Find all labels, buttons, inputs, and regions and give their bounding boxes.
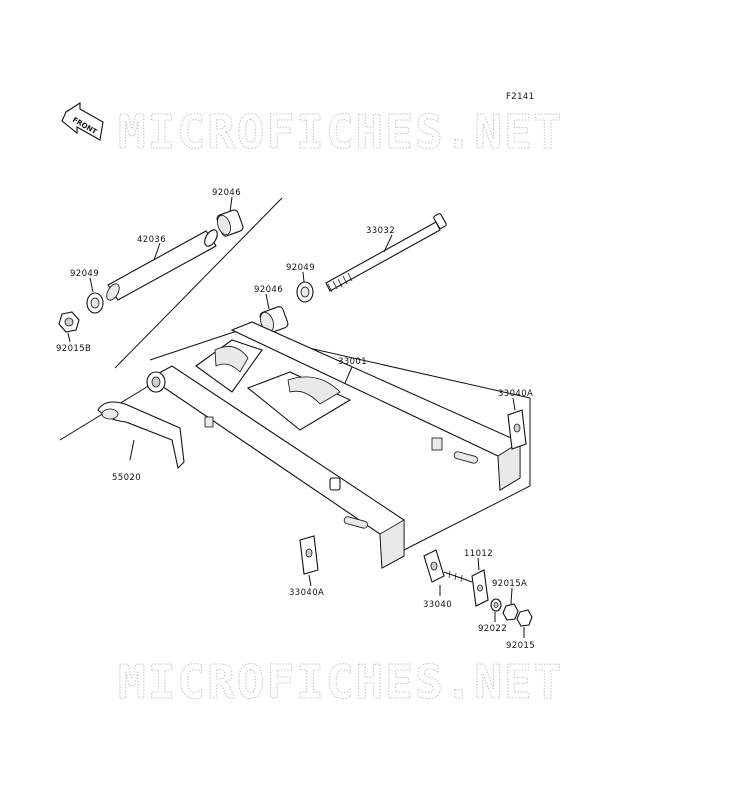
label-33040: 33040 (423, 600, 452, 610)
label-92015a: 92015A (492, 579, 527, 589)
label-92015: 92015 (506, 641, 535, 651)
part-33001-swingarm (146, 321, 521, 569)
label-92049-left: 92049 (70, 269, 99, 279)
label-92046-lower: 92046 (254, 285, 283, 295)
part-11012-plate (471, 557, 489, 607)
label-33040a-right: 33040A (498, 389, 533, 399)
watermark-bottom: MICROFICHES.NET (118, 655, 563, 709)
part-92049-left (86, 277, 104, 314)
label-33032: 33032 (366, 226, 395, 236)
label-55020: 55020 (112, 473, 141, 483)
label-92015b: 92015B (56, 344, 91, 354)
label-92049-right: 92049 (286, 263, 315, 273)
label-33040a-left: 33040A (289, 588, 324, 598)
part-92046-upper (216, 196, 244, 237)
label-92046-upper: 92046 (212, 188, 241, 198)
label-42036: 42036 (137, 235, 166, 245)
part-33040a-left (299, 535, 319, 587)
figure-code: F2141 (506, 92, 535, 102)
part-33040a-right (507, 397, 527, 450)
watermark-top: MICROFICHES.NET (118, 105, 563, 159)
part-33032-bolt (325, 213, 447, 293)
part-labels: 92046 42036 92049 92015B 33032 92049 920… (56, 188, 535, 651)
label-92022: 92022 (478, 624, 507, 634)
part-92015a-nut (502, 587, 519, 621)
label-11012: 11012 (464, 549, 493, 559)
part-92049-right (296, 271, 314, 303)
label-33001: 33001 (338, 357, 367, 367)
part-42036-tube (106, 229, 218, 301)
part-92015b-nut (58, 311, 80, 343)
part-92015-nut (516, 609, 533, 638)
part-55020-guard (97, 401, 185, 470)
part-33040-adjuster (423, 549, 473, 596)
part-92022-washer (490, 598, 502, 622)
front-arrow-icon: FRONT (61, 101, 104, 141)
